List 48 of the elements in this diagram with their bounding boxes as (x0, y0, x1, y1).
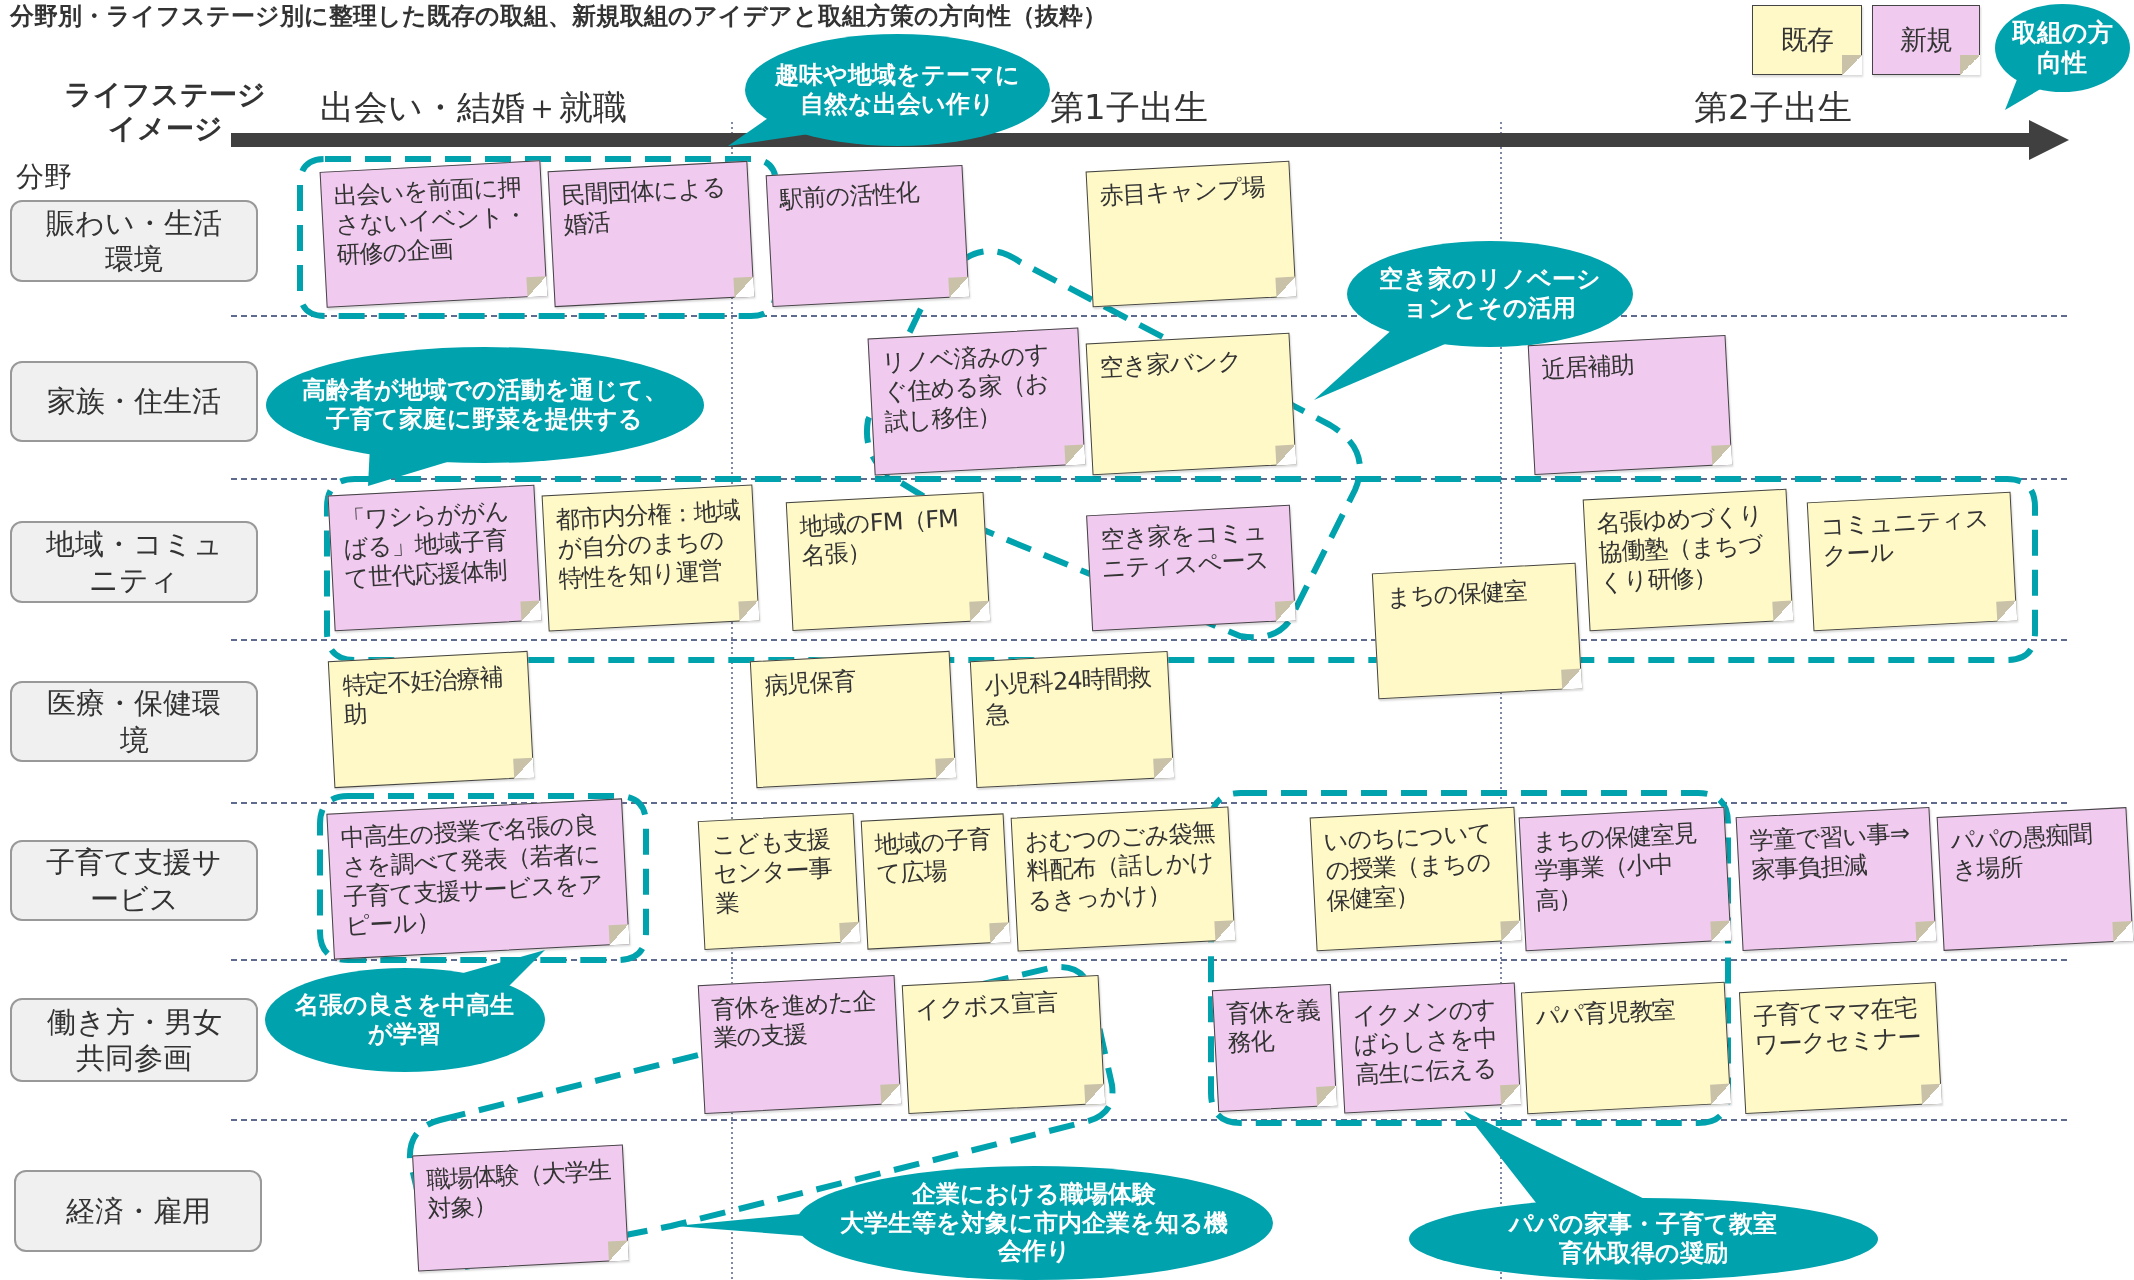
diagram-title: 分野別・ライフステージ別に整理した既存の取組、新規取組のアイデアと取組方策の方向性（抜粋） (10, 1, 1107, 32)
sticky-note: 民間団体による婚活 (547, 160, 755, 308)
sticky-note: イクメンのすばらしさを中高生に伝える (1337, 982, 1522, 1114)
sticky-note: 出会いを前面に押さないイベント・研修の企画 (319, 160, 548, 308)
sticky-note: 名張ゆめづくり協働塾（まちづくり研修） (1582, 488, 1794, 632)
category-label: 家族・住生活 (10, 361, 258, 442)
category-label: 経済・雇用 (14, 1170, 262, 1252)
sticky-note: 職場体験（大学生対象） (412, 1144, 629, 1272)
stage-label: 第2子出生 (1694, 86, 1852, 129)
sticky-note: 育休を進めた企業の支援 (697, 974, 902, 1115)
speech-bubble: パパの家事・子育て教室 育休取得の奨励 (1409, 1111, 1878, 1280)
sticky-note: 空き家をコミュニティスペース (1086, 504, 1296, 632)
sticky-note: リノベ済みのすぐ住める家（お試し移住） (867, 327, 1086, 476)
sticky-note: 病児保育 (749, 650, 957, 789)
sticky-note: 都市内分権：地域が自分のまちの特性を知り運営 (541, 484, 760, 632)
category-label: 地域・コミュニティ (10, 521, 258, 603)
sticky-note: まちの保健室 (1371, 562, 1583, 700)
sticky-note: 小児科24時間救急 (969, 650, 1175, 789)
category-label: 子育て支援サービス (10, 840, 258, 921)
stage-label: 出会い・結婚＋就職 (320, 86, 627, 129)
sticky-note: コミュニティスクール (1806, 491, 2018, 632)
legend-swatch: 既存 (1752, 5, 1862, 75)
sticky-note: こども支援センター事業 (697, 813, 861, 950)
category-label: 働き方・男女共同参画 (10, 998, 258, 1082)
sticky-note: 近居補助 (1527, 334, 1733, 476)
axis-title: ライフステージイメージ (63, 78, 267, 146)
sticky-note: 育休を義務化 (1211, 983, 1338, 1113)
sticky-note: 特定不妊治療補助 (327, 650, 535, 789)
legend-swatch: 新規 (1872, 5, 1980, 75)
axis-title: 分野 (16, 159, 72, 195)
sticky-note: イクボス宣言 (901, 974, 1106, 1115)
sticky-note: 空き家バンク (1085, 332, 1297, 476)
sticky-note: 地域のFM（FM名張） (785, 491, 991, 632)
sticky-note: 学童で習い事⇒家事負担減 (1735, 807, 1937, 951)
sticky-note: いのちについての授業（まちの保健室） (1309, 806, 1522, 952)
category-label: 医療・保健環境 (10, 681, 258, 762)
stage-label: 第1子出生 (1050, 86, 1208, 129)
sticky-note: 「ワシらががんばる」地域子育て世代応援体制 (327, 484, 542, 632)
sticky-note: まちの保健室見学事業（小中高） (1518, 806, 1732, 952)
sticky-note: 赤目キャンプ場 (1085, 160, 1297, 308)
sticky-note: おむつのごみ袋無料配布（話しかけるきっかけ） (1010, 806, 1236, 952)
sticky-note: 駅前の活性化 (765, 164, 970, 308)
sticky-note: パパ育児教室 (1520, 981, 1732, 1115)
category-label: 賑わい・生活環境 (10, 200, 258, 282)
sticky-note: パパの愚痴聞き場所 (1936, 807, 2134, 951)
sticky-note: 地域の子育て広場 (860, 813, 1011, 950)
sticky-note: 中高生の授業で名張の良さを調べて発表（若者に子育て支援サービスをアピール） (326, 798, 630, 960)
sticky-note: 子育てママ在宅ワークセミナー (1738, 981, 1943, 1115)
